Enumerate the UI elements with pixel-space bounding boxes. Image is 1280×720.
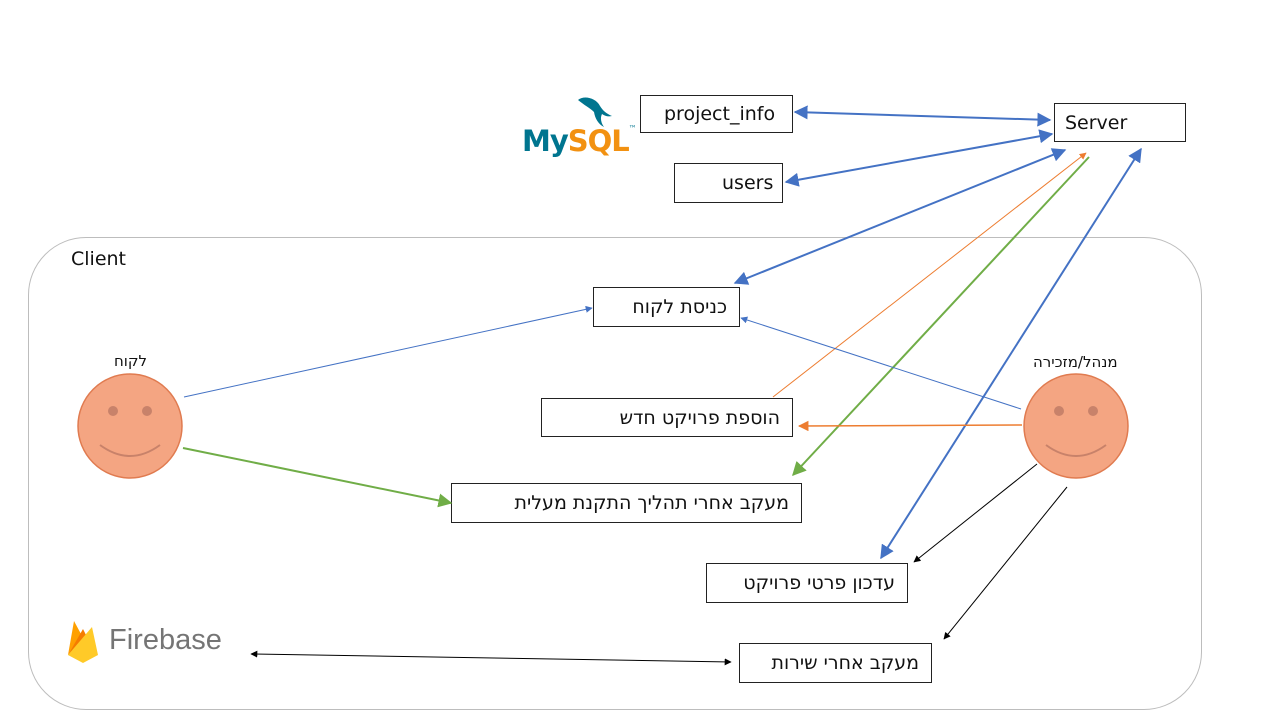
add-project-label: הוספת פרויקט חדש	[619, 406, 780, 429]
project-info-table: project_info	[640, 95, 793, 133]
add-project-box: הוספת פרויקט חדש	[541, 398, 793, 437]
mysql-dolphin-icon	[578, 97, 612, 127]
arrow-users-server	[784, 129, 1054, 187]
track-service-box: מעקב אחרי שירות	[739, 643, 932, 683]
manager-actor-label: מנהל/מזכירה	[1033, 353, 1118, 371]
arrow-projectinfo-server	[793, 105, 1052, 127]
track-fault-label: מעקב אחרי תהליך התקנת מעלית	[514, 492, 789, 514]
client-label: Client	[71, 248, 127, 270]
track-fault-box: מעקב אחרי תהליך התקנת מעלית	[451, 483, 802, 523]
users-table: users	[674, 163, 783, 203]
project-info-label: project_info	[664, 103, 776, 125]
customer-login-label: כניסת לקוח	[632, 296, 727, 318]
firebase-flame-icon	[68, 621, 98, 663]
customer-actor-label: לקוח	[114, 352, 148, 370]
update-project-box: עדכון פרטי פרויקט	[706, 563, 908, 603]
customer-smiley-icon	[77, 373, 183, 479]
server-box: Server	[1054, 103, 1186, 142]
server-label: Server	[1065, 111, 1128, 134]
mysql-logo: MySQL™	[522, 124, 637, 158]
users-label: users	[722, 172, 774, 194]
customer-login-box: כניסת לקוח	[593, 287, 740, 327]
manager-smiley-icon	[1023, 373, 1129, 479]
update-project-label: עדכון פרטי פרויקט	[743, 572, 895, 594]
firebase-logo: Firebase	[109, 624, 222, 656]
track-service-label: מעקב אחרי שירות	[771, 652, 919, 674]
client-boundary	[28, 237, 1202, 710]
